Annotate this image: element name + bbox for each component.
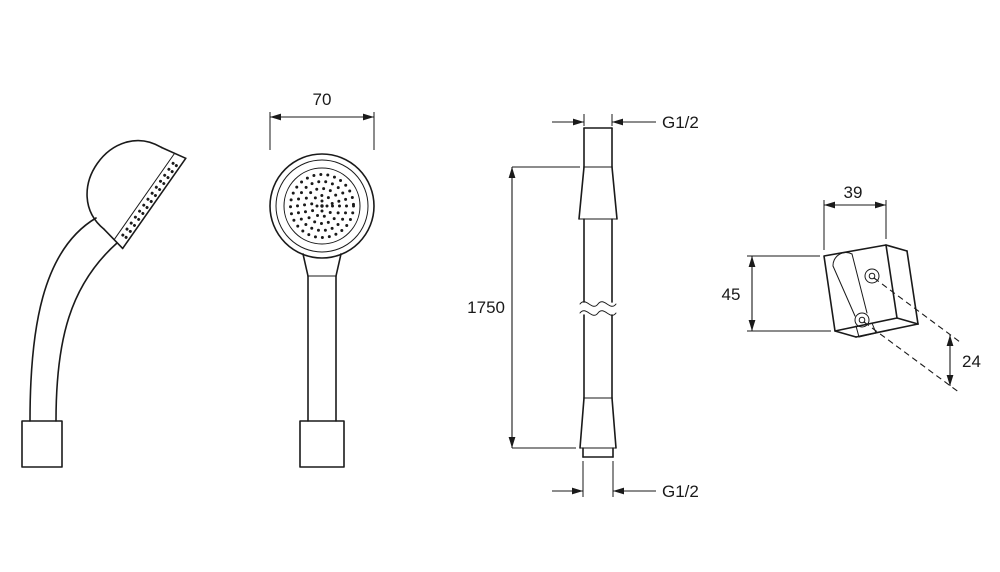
holder-cone-opening [832, 252, 853, 267]
shower-head-front [269, 153, 375, 259]
dim-bracket-height-label: 45 [722, 285, 741, 304]
nozzle-ring [315, 199, 329, 213]
handle-outer-edge [29, 217, 97, 422]
dim-thread-top-label: G1/2 [662, 113, 699, 132]
dim-thread-bottom-label: G1/2 [662, 482, 699, 501]
head-dome [86, 139, 163, 231]
spray-face-edge [121, 157, 187, 250]
center-nozzle [320, 204, 324, 208]
nozzle-ring [303, 187, 341, 225]
dim-head-width-label: 70 [313, 90, 332, 109]
dim-bracket-width-label: 39 [844, 183, 863, 202]
nozzle-ring [310, 194, 334, 218]
nozzle-row [121, 161, 175, 237]
handle-end-fitting-side [21, 420, 63, 468]
nozzle-row [124, 163, 179, 239]
screw-hole-bottom-center [858, 316, 866, 324]
handshower-side-view [21, 139, 187, 468]
handle-end-fitting-front [299, 420, 345, 468]
axis-dashed-line [873, 277, 961, 343]
nozzle-ring [289, 173, 355, 239]
hose-break-symbol [579, 301, 617, 307]
spray-plate-ring [283, 167, 361, 245]
hose-view: 1750 G1/2 G1/2 [467, 113, 699, 501]
nozzle-ring [296, 180, 348, 232]
face-rim-line [114, 153, 175, 240]
screw-hole-bottom [854, 312, 870, 328]
bracket-view: 39 45 24 [722, 183, 981, 394]
holder-cone-side [851, 253, 868, 314]
hose-break-symbol [579, 310, 617, 316]
screw-hole-top [864, 268, 880, 284]
shower-head-side [86, 139, 187, 250]
holder-cone-side [832, 265, 856, 317]
handshower-front-view: 70 [269, 90, 375, 468]
head-rim-ring [275, 159, 369, 253]
dim-hose-length-label: 1750 [467, 298, 505, 317]
dim-bracket-offset-label: 24 [962, 352, 981, 371]
bracket-notch [855, 322, 877, 338]
handle-inner-edge [55, 242, 118, 422]
screw-hole-top-center [868, 272, 876, 280]
